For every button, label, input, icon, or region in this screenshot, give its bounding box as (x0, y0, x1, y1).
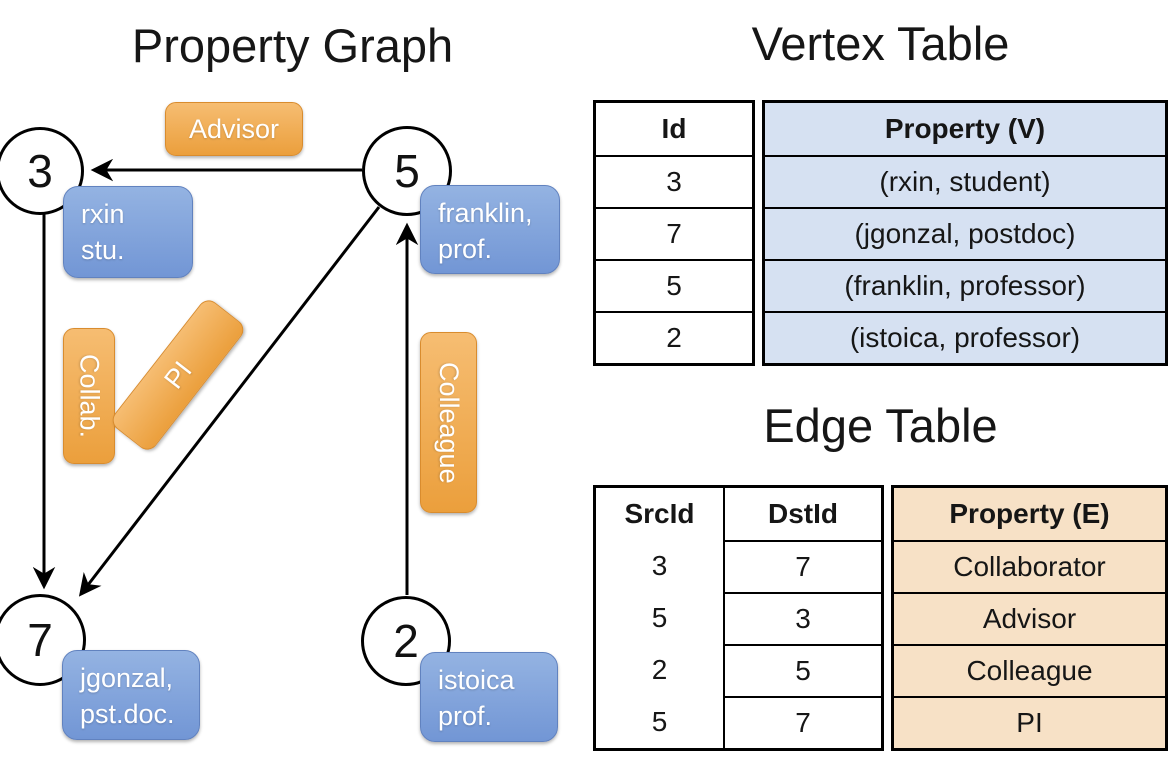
edge-label-colleague-text: Colleague (434, 361, 464, 484)
vertex-7-property-box: jgonzal, pst.doc. (62, 650, 200, 740)
vertex-table-id-cell: 2 (596, 311, 752, 363)
vertex-table-property-cell: (jgonzal, postdoc) (765, 207, 1165, 259)
edge-table-property-cell: PI (894, 696, 1165, 748)
vertex-7-property-line1: jgonzal, (80, 663, 174, 693)
edge-table: SrcId DstId 3 7 5 3 2 5 5 7 Property (E)… (593, 485, 1168, 751)
edge-table-srcid-cell: 2 (596, 644, 725, 696)
vertex-5-property-line2: prof. (438, 234, 493, 264)
graph-edges (32, 158, 419, 597)
vertex-table-id-cell: 5 (596, 259, 752, 311)
edge-label-colleague: Colleague (420, 332, 477, 513)
edge-table-dstid-cell: 7 (725, 696, 881, 748)
edge-table-title: Edge Table (763, 399, 998, 452)
edge-table-dstid-cell: 5 (725, 644, 881, 696)
vertex-table-id-header: Id (661, 113, 687, 144)
edge-label-advisor-text: Advisor (188, 113, 280, 144)
edge-table-dstid-header: DstId (768, 498, 838, 529)
vertex-2-id: 2 (393, 615, 419, 667)
vertex-table: Id 3 7 5 2 Property (V) (rxin, student) … (593, 100, 1168, 366)
vertex-table-id-column: Id 3 7 5 2 (593, 100, 755, 366)
edge-table-property-cell: Advisor (894, 592, 1165, 644)
vertex-2-property-line2: prof. (438, 701, 493, 731)
vertex-2-property-box: istoica prof. (420, 652, 558, 742)
vertex-table-property-cell: (franklin, professor) (765, 259, 1165, 311)
edge-table-srcid-cell: 5 (596, 696, 725, 748)
vertex-table-property-header: Property (V) (884, 113, 1046, 144)
edge-5-7 (78, 206, 381, 597)
property-graph-title: Property Graph (131, 19, 454, 72)
edge-table-id-columns: SrcId DstId 3 7 5 3 2 5 5 7 (593, 485, 884, 751)
edge-table-property-cell: Collaborator (894, 540, 1165, 592)
vertex-table-id-cell: 3 (596, 155, 752, 207)
edge-table-dstid-cell: 7 (725, 540, 881, 592)
edge-table-srcid-cell: 5 (596, 592, 725, 644)
vertex-5-property-box: franklin, prof. (420, 185, 560, 274)
edge-table-srcid-cell: 3 (596, 540, 725, 592)
edge-table-property-cell: Colleague (894, 644, 1165, 696)
edge-table-property-header: Property (E) (949, 498, 1110, 529)
edge-table-dstid-cell: 3 (725, 592, 881, 644)
vertex-table-property-column: Property (V) (rxin, student) (jgonzal, p… (762, 100, 1168, 366)
vertex-7-property-line2: pst.doc. (80, 699, 175, 729)
vertex-7-id: 7 (27, 614, 53, 666)
vertex-2-property-line1: istoica (438, 665, 515, 695)
edge-table-srcid-header: SrcId (596, 488, 725, 540)
vertex-3-property-line2: stu. (81, 235, 125, 265)
vertex-3-property-line1: rxin (81, 199, 125, 229)
vertex-5-id: 5 (394, 145, 420, 197)
edge-label-pi-text: PI (157, 355, 198, 394)
vertex-table-title: Vertex Table (751, 17, 1010, 70)
edge-label-collab: Collab. (63, 328, 115, 464)
vertex-3-property-box: rxin stu. (63, 186, 193, 278)
vertex-table-property-cell: (istoica, professor) (765, 311, 1165, 363)
vertex-table-property-cell: (rxin, student) (765, 155, 1165, 207)
edge-label-advisor: Advisor (165, 102, 303, 156)
vertex-5-property-line1: franklin, (438, 198, 533, 228)
vertex-3-id: 3 (27, 145, 53, 197)
edge-label-collab-text: Collab. (74, 353, 105, 439)
edge-table-property-column: Property (E) Collaborator Advisor Collea… (891, 485, 1168, 751)
vertex-table-id-cell: 7 (596, 207, 752, 259)
